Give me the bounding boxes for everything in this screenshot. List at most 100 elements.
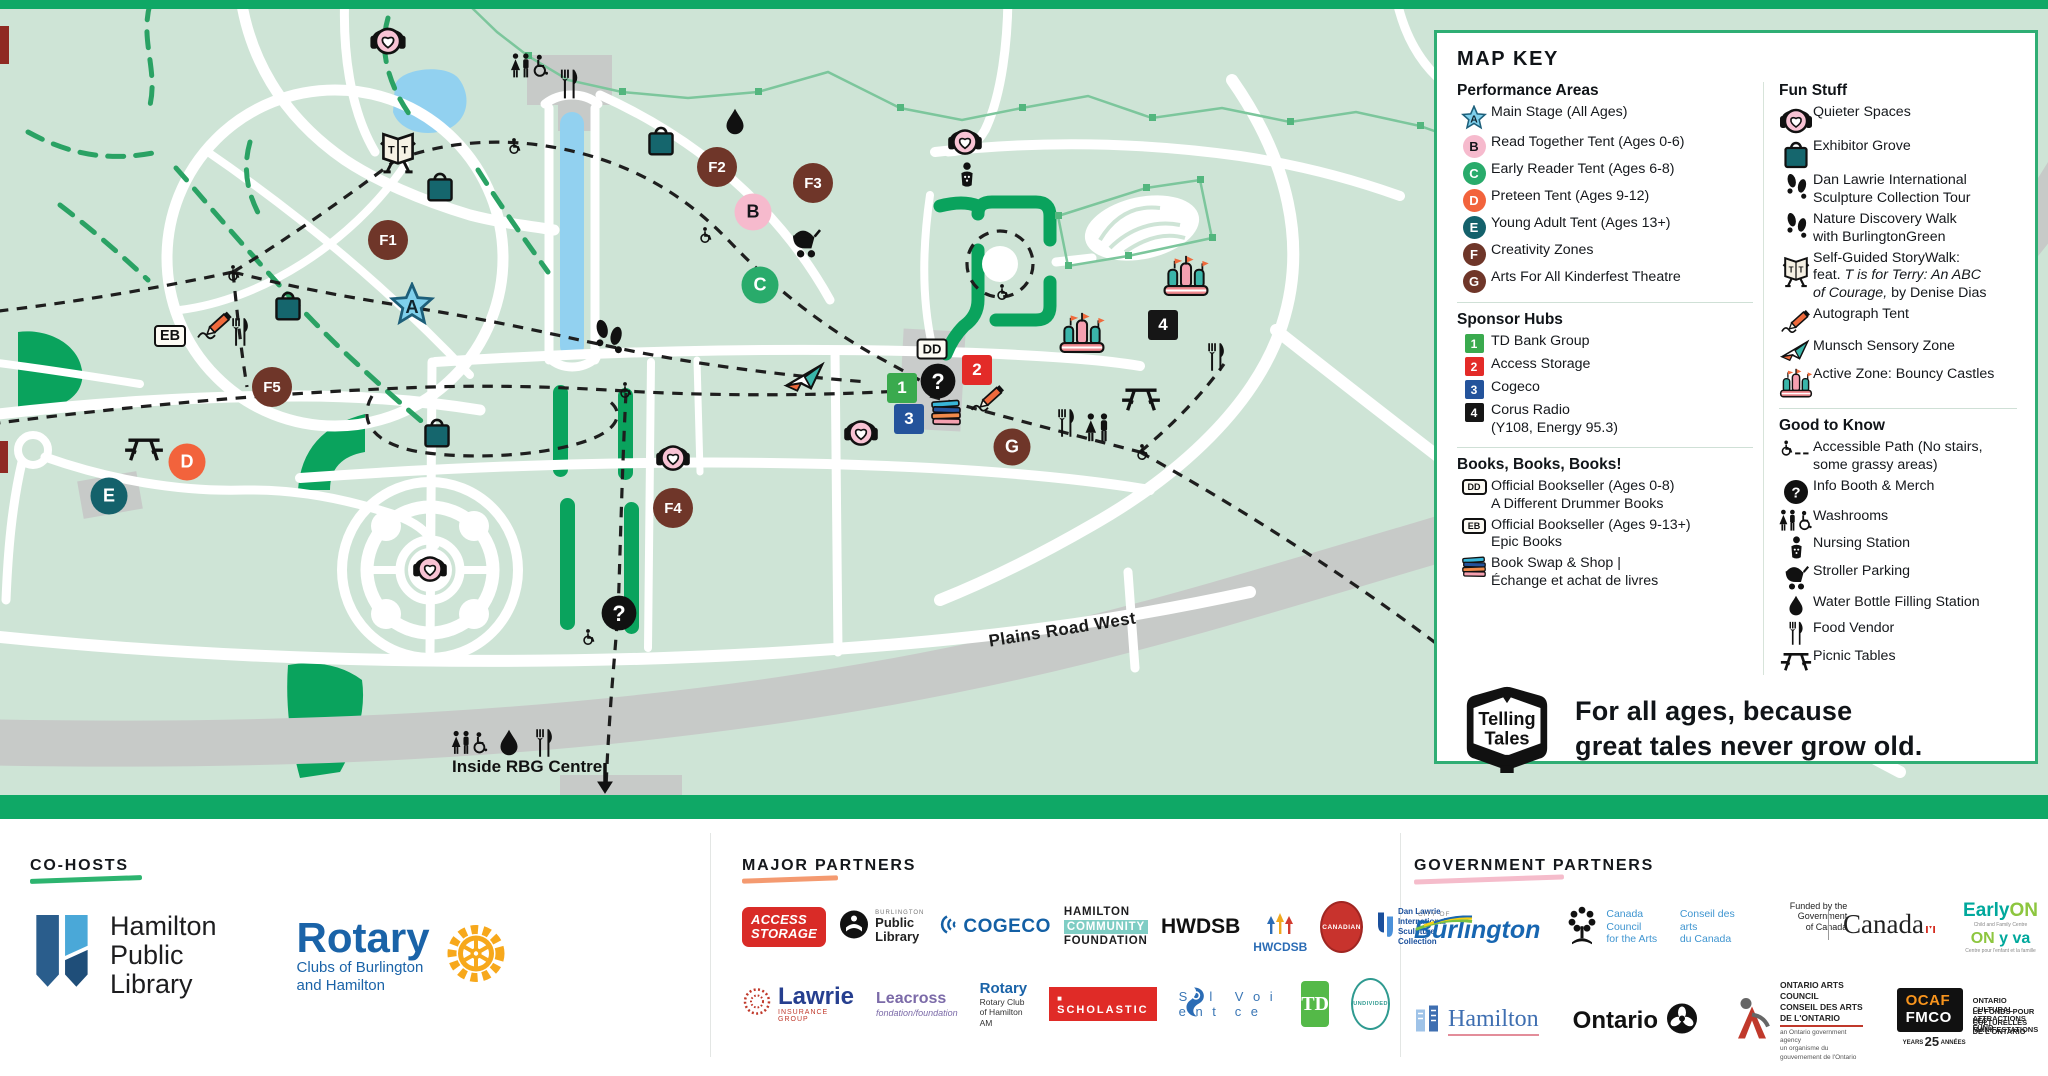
logo-earlyon-line-1: Child and Family Centre <box>1973 922 2028 928</box>
logo-word-1: Telling <box>1478 710 1535 730</box>
key-item: Book Swap & Shop |Échange et achat de li… <box>1457 555 1753 591</box>
key-item-text: Main Stage (All Ages) <box>1491 104 1627 122</box>
logo-bpl-line-2: Library <box>875 929 920 944</box>
key-item-line: Creativity Zones <box>1491 242 1594 260</box>
key-item-text-seg: by Denise Dias <box>1887 285 1987 302</box>
key-item-text: Autograph Tent <box>1813 306 1909 324</box>
logo-hwdsb: HWDSB <box>1161 915 1240 939</box>
map-food-icon <box>229 317 251 346</box>
logo-bpl-line-0: BURLINGTON <box>875 910 925 917</box>
key-item: Picnic Tables <box>1779 648 2017 672</box>
logo-rotaryam-line-2: of Hamilton AM <box>979 1007 1023 1028</box>
logo-canadian-line-0: CANADIAN <box>1322 923 1361 931</box>
key-item-icon: B <box>1457 135 1491 158</box>
key-item-icon <box>1779 339 1813 362</box>
key-item-line: TD Bank Group <box>1491 333 1590 351</box>
hedge-maze <box>933 195 1057 361</box>
key-item-text: Preteen Tent (Ages 9-12) <box>1491 188 1649 206</box>
map-stroller-icon <box>790 227 822 259</box>
key-item-text: Self-Guided StoryWalk:feat. T is for Ter… <box>1813 250 1987 304</box>
logo-rotary-line-2: and Hamilton <box>296 976 385 994</box>
key-item-text-seg: Dan Lawrie International <box>1813 172 1967 188</box>
maze-centre <box>982 246 1018 282</box>
key-item-text-seg: Food Vendor <box>1813 619 1895 636</box>
map-pencil-icon <box>196 308 234 342</box>
key-item-text-seg: Munsch Sensory Zone <box>1813 338 1955 355</box>
tagline-line-1: For all ages, because <box>1575 696 1853 727</box>
key-item-line: Read Together Tent (Ages 0-6) <box>1491 134 1685 152</box>
key-item-text-seg: Corus Radio <box>1491 402 1570 418</box>
logo-earlyon-line-3: Centre pour l'enfant et la famille <box>1965 948 2036 954</box>
key-item-icon <box>1779 307 1813 335</box>
key-item-line: Washrooms <box>1813 508 1888 526</box>
key-item-text-seg: Book Swap & Shop | <box>1491 555 1621 572</box>
key-item-text-seg: Quieter Spaces <box>1813 104 1911 120</box>
logo-ocaf-line-2: ONTARIO CULTURAL ATTRACTIONS FUND <box>1972 995 2026 1032</box>
logo-cogeco-line-0: COGECO <box>963 916 1051 937</box>
logo-canada-line-1: Government <box>1797 911 1848 922</box>
map-quieter-icon <box>843 416 879 447</box>
map-marker-EB: EB <box>154 325 186 347</box>
key-item-text: Nursing Station <box>1813 535 1910 553</box>
key-item-icon <box>1779 564 1813 591</box>
key-item-icon: D <box>1457 189 1491 212</box>
logo-hamilton: Hamilton <box>1414 1003 1539 1038</box>
key-item-line: Arts For All Kinderfest Theatre <box>1491 269 1681 287</box>
key-item-text-seg: Picnic Tables <box>1813 648 1896 665</box>
key-item-icon <box>1779 212 1813 239</box>
key-item-text-seg: Washrooms <box>1813 507 1889 524</box>
key-item-text: Arts For All Kinderfest Theatre <box>1491 269 1681 287</box>
key-item-text-seg: Access Storage <box>1491 356 1591 372</box>
logo-ocaf-line-6: 25 <box>1924 1033 1940 1049</box>
map-bag-icon <box>423 416 452 449</box>
svg-text:T: T <box>388 145 395 157</box>
tagline: For all ages, because great tales never … <box>1575 694 1923 764</box>
map-castle-icon <box>1778 367 1814 399</box>
logo-td: TD <box>1301 981 1330 1027</box>
key-item-line: Nursing Station <box>1813 535 1910 553</box>
key-item-line: feat. T is for Terry: An ABC <box>1813 267 1987 285</box>
rotary-logo-icon <box>444 921 508 990</box>
map-books-icon <box>1460 556 1488 578</box>
logo-canadian: CANADIAN <box>1320 901 1363 953</box>
key-item-line: Official Bookseller (Ages 0-8) <box>1491 478 1674 496</box>
svg-text:T: T <box>401 145 408 157</box>
map-info-icon: ? <box>600 594 638 632</box>
logo-cogeco: COGECO <box>937 915 1051 938</box>
key-item-line: Book Swap & Shop | <box>1491 555 1658 573</box>
key-item-icon <box>1779 367 1813 399</box>
key-item-text-seg: TD Bank Group <box>1491 333 1590 349</box>
key-item-icon <box>1779 139 1813 169</box>
bpl-logo-icon <box>839 910 869 945</box>
key-item-text-seg: T is for Terry: An ABC <box>1844 267 1981 284</box>
tagline-line-2: great tales never grow old. <box>1575 731 1923 762</box>
map-drop-icon <box>499 729 520 757</box>
logo-ontario-line-0: Ontario <box>1572 1006 1658 1034</box>
key-item-text-seg: (Y108, Energy 95.3) <box>1491 419 1618 436</box>
map-food-icon <box>558 69 581 100</box>
map-marker-DD: DD <box>1461 478 1487 495</box>
hamilton-logo-icon <box>1414 1003 1440 1038</box>
key-item-line: Accessible Path (No stairs, <box>1813 439 1983 457</box>
key-item-icon: 2 <box>1457 357 1491 376</box>
danlawrie-logo-icon <box>1376 911 1394 944</box>
government-heading: GOVERNMENT PARTNERS <box>1413 857 1655 885</box>
key-item-text-seg: Accessible Path (No stairs, <box>1813 438 1983 455</box>
logo-earlyon-line-0: EarlyON <box>1963 900 2038 921</box>
government-heading-text: GOVERNMENT PARTNERS <box>1414 857 1655 874</box>
